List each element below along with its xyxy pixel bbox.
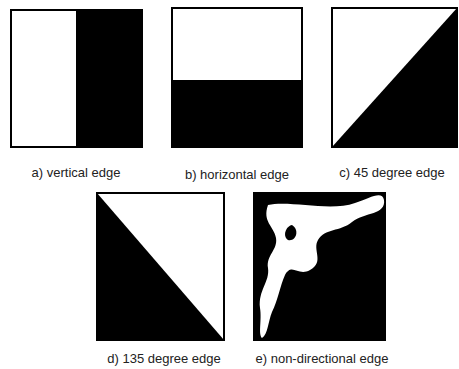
- panel-caption: a) vertical edge: [32, 165, 121, 181]
- panel-caption: b) horizontal edge: [185, 167, 289, 183]
- panel-caption: e) non-directional edge: [256, 351, 389, 367]
- vertical-edge-panel: [11, 10, 142, 147]
- non-directional-panel: [254, 193, 385, 340]
- diagonal-45-panel: [332, 8, 457, 147]
- panel-caption: c) 45 degree edge: [339, 165, 445, 181]
- panel-caption: d) 135 degree edge: [107, 351, 220, 367]
- horizontal-edge-panel: [172, 8, 302, 147]
- diagonal-135-panel: [97, 193, 224, 340]
